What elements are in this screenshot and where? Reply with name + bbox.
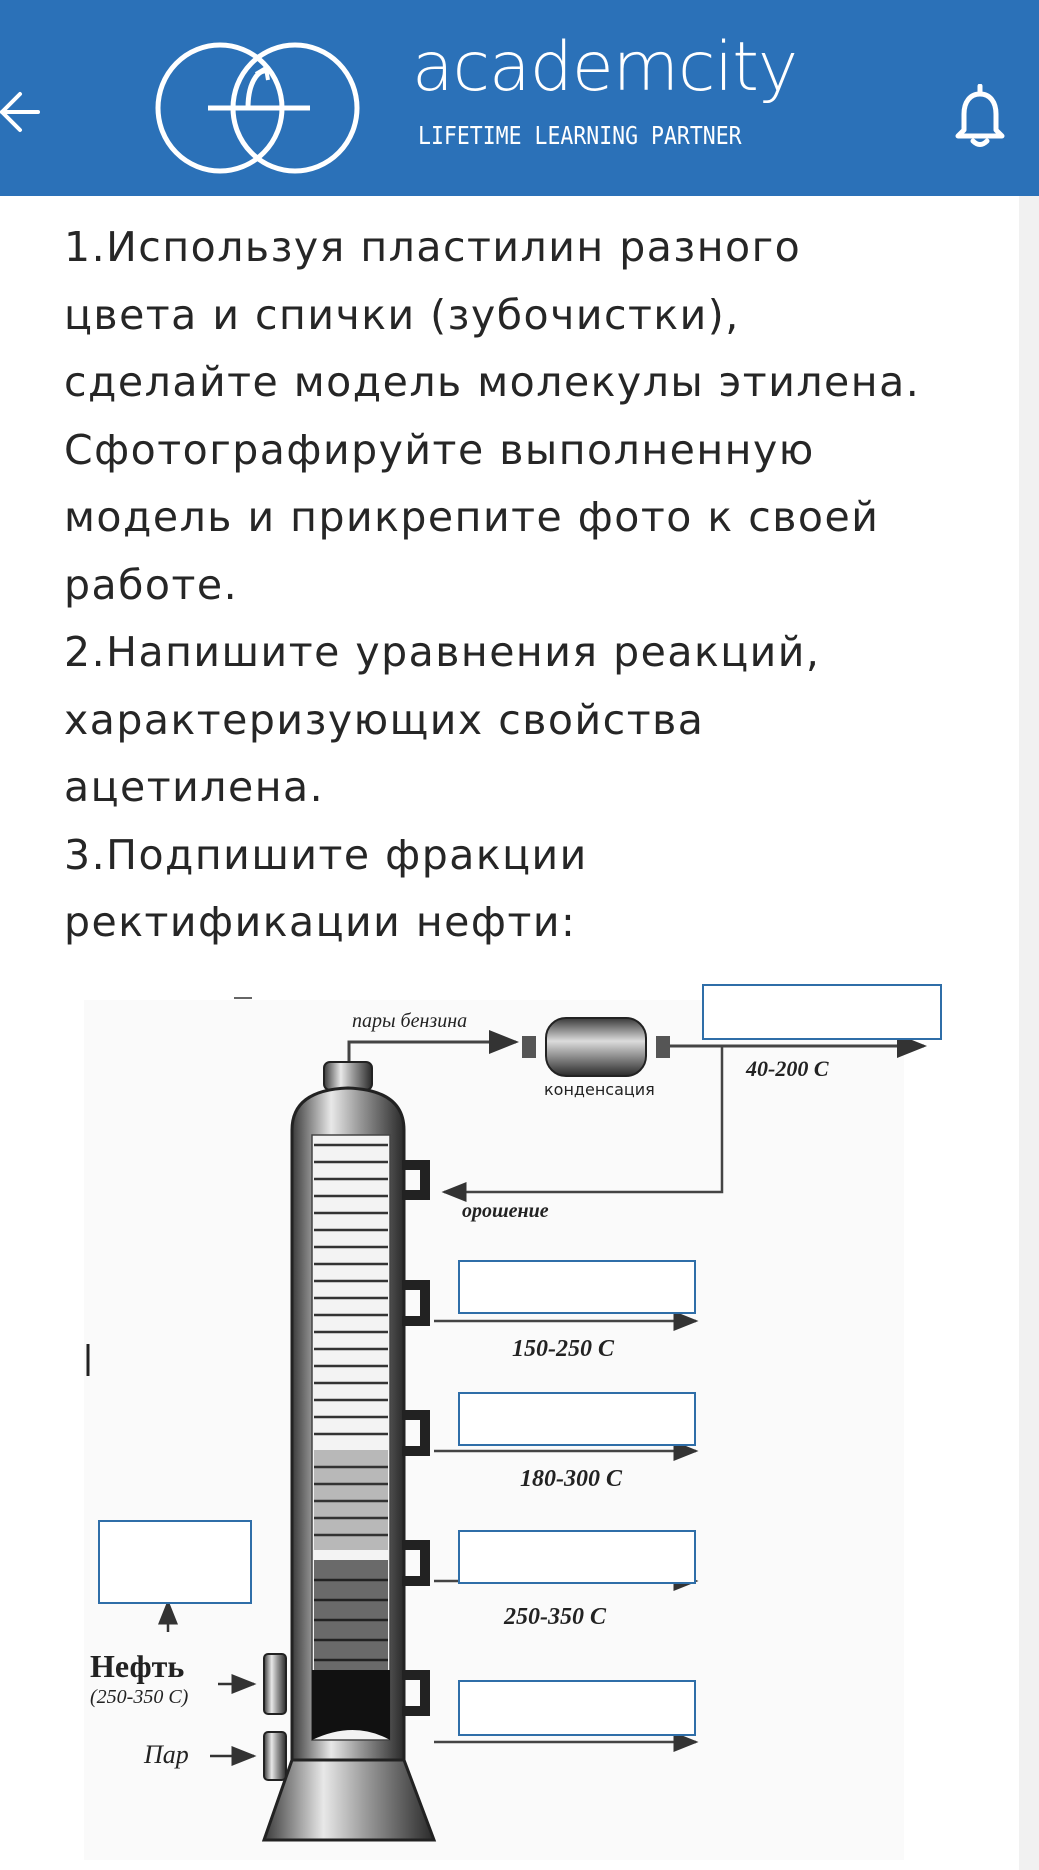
answer-box-fraction-2[interactable]: [458, 1260, 696, 1314]
brand-name: academcity: [412, 28, 798, 107]
vapor-label: пары бензина: [352, 1010, 468, 1032]
bell-icon: [955, 83, 1005, 147]
task-line: 3.Подпишите фракции: [64, 830, 588, 879]
answer-box-fraction-1[interactable]: [702, 984, 942, 1040]
task-line: 2.Напишите уравнения реакций,: [64, 628, 821, 676]
answer-box-feed[interactable]: [98, 1520, 252, 1604]
notifications-button[interactable]: [952, 83, 1008, 148]
fraction2-temp: 150-250 С: [512, 1336, 614, 1362]
condensation-label: конденсация: [544, 1080, 655, 1099]
app-header: academcity LIFETIME LEARNING PARTNER: [0, 0, 1039, 196]
academcity-logo-icon: [150, 38, 370, 178]
brand-tagline: LIFETIME LEARNING PARTNER: [418, 121, 742, 150]
task-line: модель и прикрепите фото к своей: [64, 493, 880, 541]
distillation-column-drawing: [84, 997, 927, 1860]
reflux-label: орошение: [462, 1200, 549, 1222]
fraction1-temp: 40-200 С: [746, 1056, 829, 1081]
task-line: сделайте модель молекулы этилена.: [64, 358, 921, 406]
steam-label: Пар: [144, 1740, 189, 1769]
fraction3-temp: 180-300 С: [520, 1466, 622, 1492]
scrollbar[interactable]: [1019, 196, 1039, 1870]
task-line: работе.: [64, 560, 239, 609]
answer-box-fraction-4[interactable]: [458, 1530, 696, 1584]
back-button[interactable]: [0, 86, 52, 138]
task-line: характеризующих свойства: [64, 695, 705, 744]
task-line: Сфотографируйте выполненную: [64, 425, 815, 474]
oil-temp: (250-350 С): [90, 1686, 189, 1708]
answer-box-fraction-5[interactable]: [458, 1680, 696, 1736]
oil-label: Нефть: [90, 1648, 185, 1684]
fraction4-temp: 250-350 С: [504, 1604, 606, 1630]
task-line: цвета и спички (зубочистки),: [64, 290, 740, 339]
task-text: 1.Используя пластилин разного цвета и сп…: [64, 214, 994, 957]
arrow-left-icon: [0, 92, 40, 132]
task-line: 1.Используя пластилин разного: [64, 223, 802, 271]
task-line: ректификации нефти:: [64, 898, 577, 946]
distillation-diagram: пары бензина конденсация 40-200 С орошен…: [84, 980, 944, 1860]
answer-box-fraction-3[interactable]: [458, 1392, 696, 1446]
task-line: ацетилена.: [64, 763, 325, 811]
